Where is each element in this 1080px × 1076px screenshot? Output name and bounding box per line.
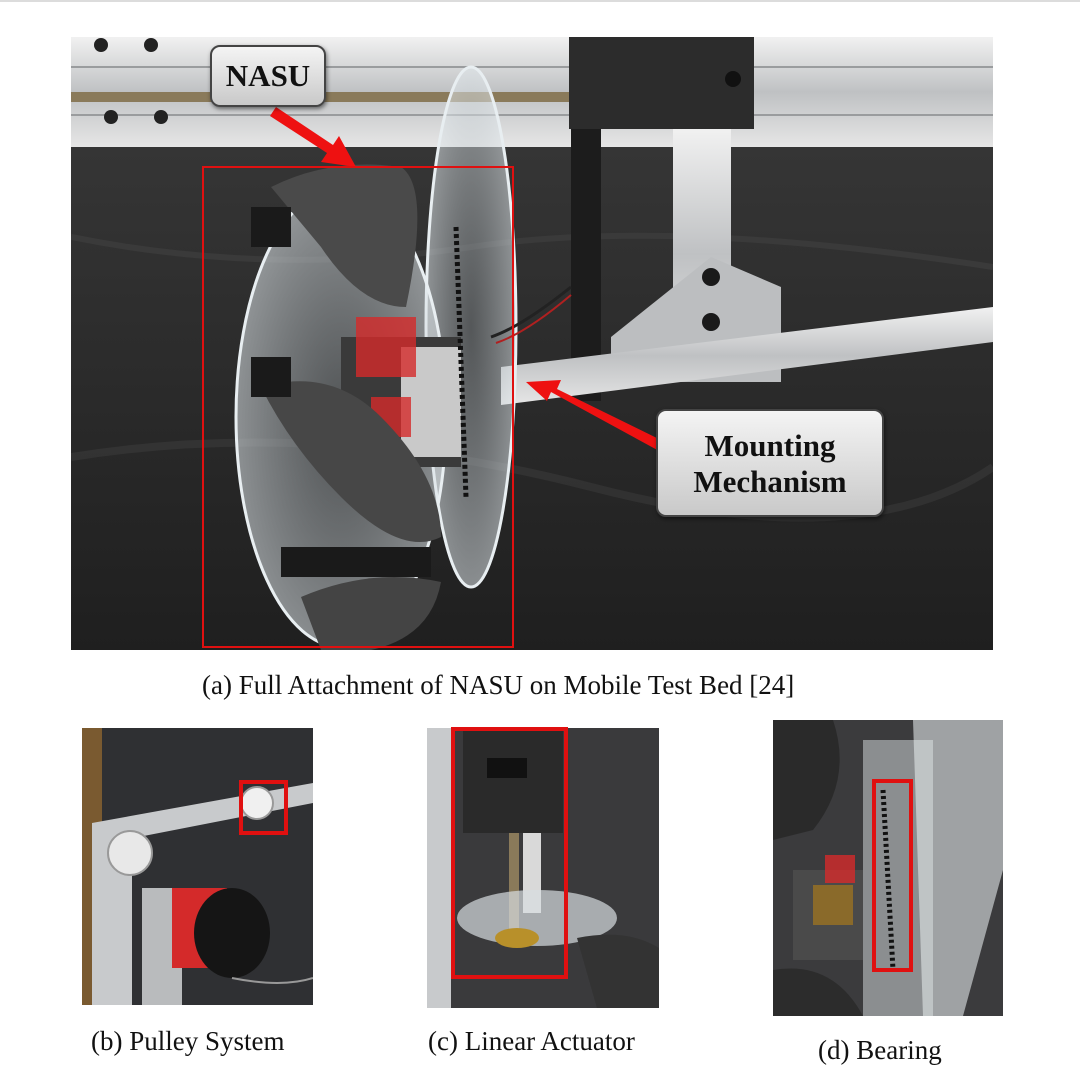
nasu-callout: NASU xyxy=(210,45,326,107)
mounting-mechanism-callout: Mounting Mechanism xyxy=(656,409,884,517)
pulley-highlight-box xyxy=(239,780,288,835)
photo-full-attachment xyxy=(71,37,993,650)
caption-b: (b) Pulley System xyxy=(91,1026,285,1056)
page-top-rule xyxy=(0,0,1080,2)
bearing-highlight-box xyxy=(872,779,913,972)
caption-c: (c) Linear Actuator xyxy=(428,1026,635,1056)
photo-pulley-system xyxy=(82,728,313,1005)
nasu-callout-label: NASU xyxy=(225,58,311,93)
photo-linear-actuator xyxy=(427,728,659,1008)
caption-a: (a) Full Attachment of NASU on Mobile Te… xyxy=(202,670,795,700)
mounting-callout-line2: Mechanism xyxy=(693,464,847,499)
nasu-highlight-box xyxy=(202,166,514,648)
linear-actuator-highlight-box xyxy=(451,727,568,979)
mounting-callout-line1: Mounting xyxy=(704,428,836,463)
caption-d: (d) Bearing xyxy=(818,1035,942,1065)
